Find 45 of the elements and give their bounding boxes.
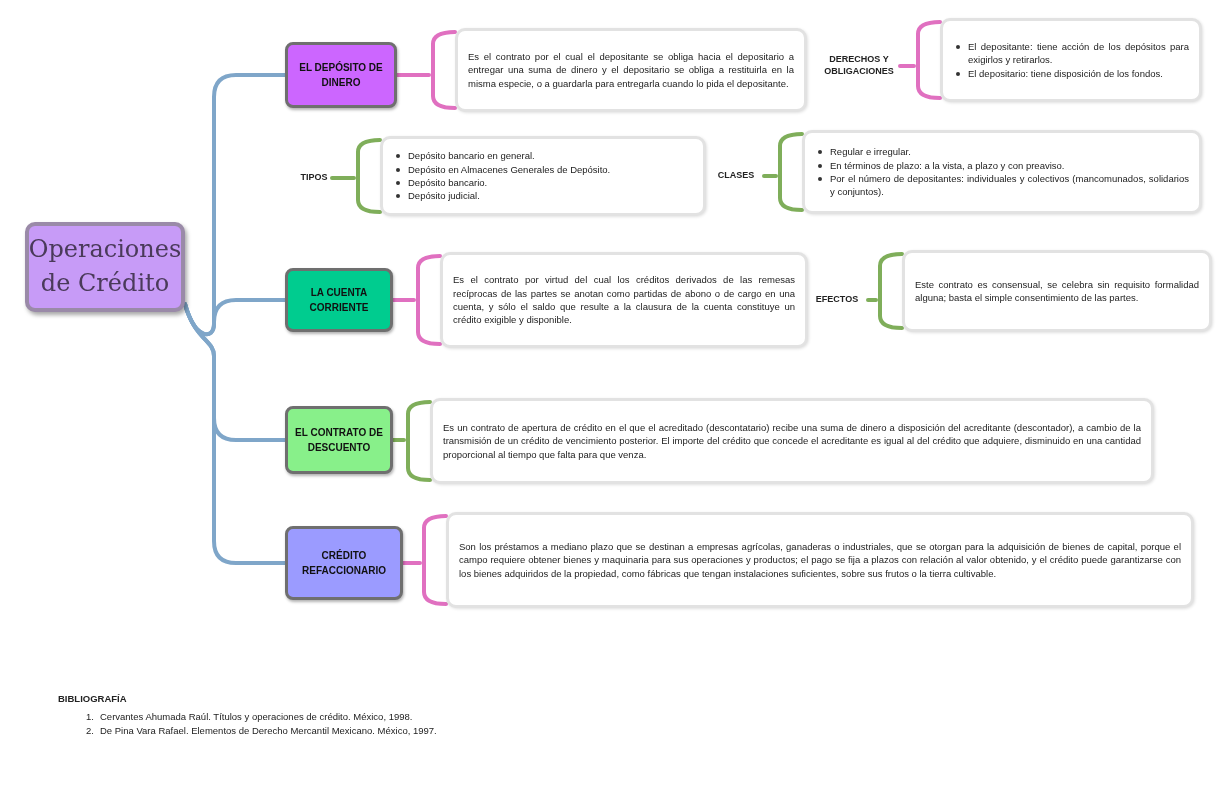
bullet-text: Depósito en Almacenes Generales de Depósito. (408, 162, 612, 176)
text-box (380, 136, 706, 216)
topic-box: EL CONTRATO DE DESCUENTO (285, 406, 393, 474)
text-box (802, 130, 1202, 214)
branch-label: CLASES (708, 166, 764, 186)
paragraph: Es el contrato por el cual el depositante se obliga hacia el depositario a entregar una suma de dinero y el depositario se obliga a restituirla en la misma especie, o a guardarla para entregarla cuando lo pida el depositante. (468, 50, 794, 90)
bracket-connector (866, 252, 904, 330)
bullet-text: El depositario: tiene disposición de los fondos. (968, 66, 1164, 80)
text-box (455, 28, 807, 112)
topic-box: EL DEPÓSITO DE DINERO (285, 42, 397, 108)
bracket-connector (762, 132, 804, 212)
bullet-text: En términos de plazo: a la vista, a plazo y con preaviso. (830, 158, 1066, 172)
text-box (940, 18, 1202, 102)
text-box (440, 252, 808, 348)
list-number: 1. (86, 710, 95, 724)
section-heading: BIBLIOGRAFÍA (58, 693, 127, 704)
paragraph: Es el contrato por virtud del cual los créditos derivados de las remesas recíprocas de las partes se anotan como partidas de abono o de cargo en una cuenta, y sólo el saldo que resulte a la clausura de la cuenta constituye un crédito exigible y disponible. (453, 273, 795, 327)
bullet-text: Depósito judicial. (408, 189, 481, 203)
paragraph: Este contrato es consensual, se celebra sin requisito formalidad alguna; basta el simple consentimiento de las partes. (915, 277, 1199, 305)
bracket-connector (391, 254, 442, 346)
title-box: Operaciones de Crédito (25, 222, 185, 312)
curly-brace-connector (183, 302, 287, 565)
list-number: 2. (86, 723, 95, 738)
bullet-text: Depósito bancario en general. (408, 149, 536, 163)
branch-label: TIPOS (296, 168, 332, 188)
reference-text: Cervantes Ahumada Raúl. Títulos y operaciones de crédito. México, 1998. (100, 710, 413, 724)
bullet-text: Regular e irregular. (830, 145, 912, 159)
text-box (446, 512, 1194, 608)
paragraph: Es un contrato de apertura de crédito en el que el acreditado (descontatario) recibe una suma de dinero a disposición del acreditante (descontador), a cambio de la transmisión de un crédito de vencimiento posterior. El importe del crédito que concede el acreditante es igual al del crédito que adquiere, disminuido en una cantidad proporcional al tiempo que falta para que venza. (443, 421, 1141, 461)
bracket-connector (391, 400, 432, 482)
bracket-connector (395, 30, 457, 110)
branch-label: DERECHOS Y OBLIGACIONES (818, 48, 900, 84)
bracket-connector (401, 514, 448, 606)
bullet-text: El depositante: tiene acción de los depósitos para exigirlos y retirarlos. (968, 40, 1189, 67)
text-box (430, 398, 1154, 484)
text-box (902, 250, 1212, 332)
branch-label: EFECTOS (806, 290, 868, 310)
bullet-text: Depósito bancario. (408, 176, 489, 190)
topic-box: LA CUENTA CORRIENTE (285, 268, 393, 332)
bracket-connector (898, 20, 942, 100)
bracket-connector (330, 138, 382, 214)
paragraph: Son los préstamos a mediano plazo que se destinan a empresas agrícolas, ganaderas o industriales, que se otorgan para la adquisición de bienes de capital, porque el campo requiere obtener bienes y maquinaria para sus operaciones y productos; el pago se fija a plazos con relación al valor obtenido, y el crédito puede garantizarse con los bienes adquiridos de la propiedad, como fábricas que tengan instalaciones suficientes, sobre sus frutos o la tierra cultivable. (459, 540, 1181, 580)
topic-box: CRÉDITO REFACCIONARIO (285, 526, 403, 600)
bullet-text: Por el número de depositantes: individuales y colectivos (mancomunados, solidarios y conjuntos). (830, 172, 1189, 199)
reference-text: De Pina Vara Rafael. Elementos de Derecho Mercantil Mexicano. México, 1997. (100, 723, 437, 738)
